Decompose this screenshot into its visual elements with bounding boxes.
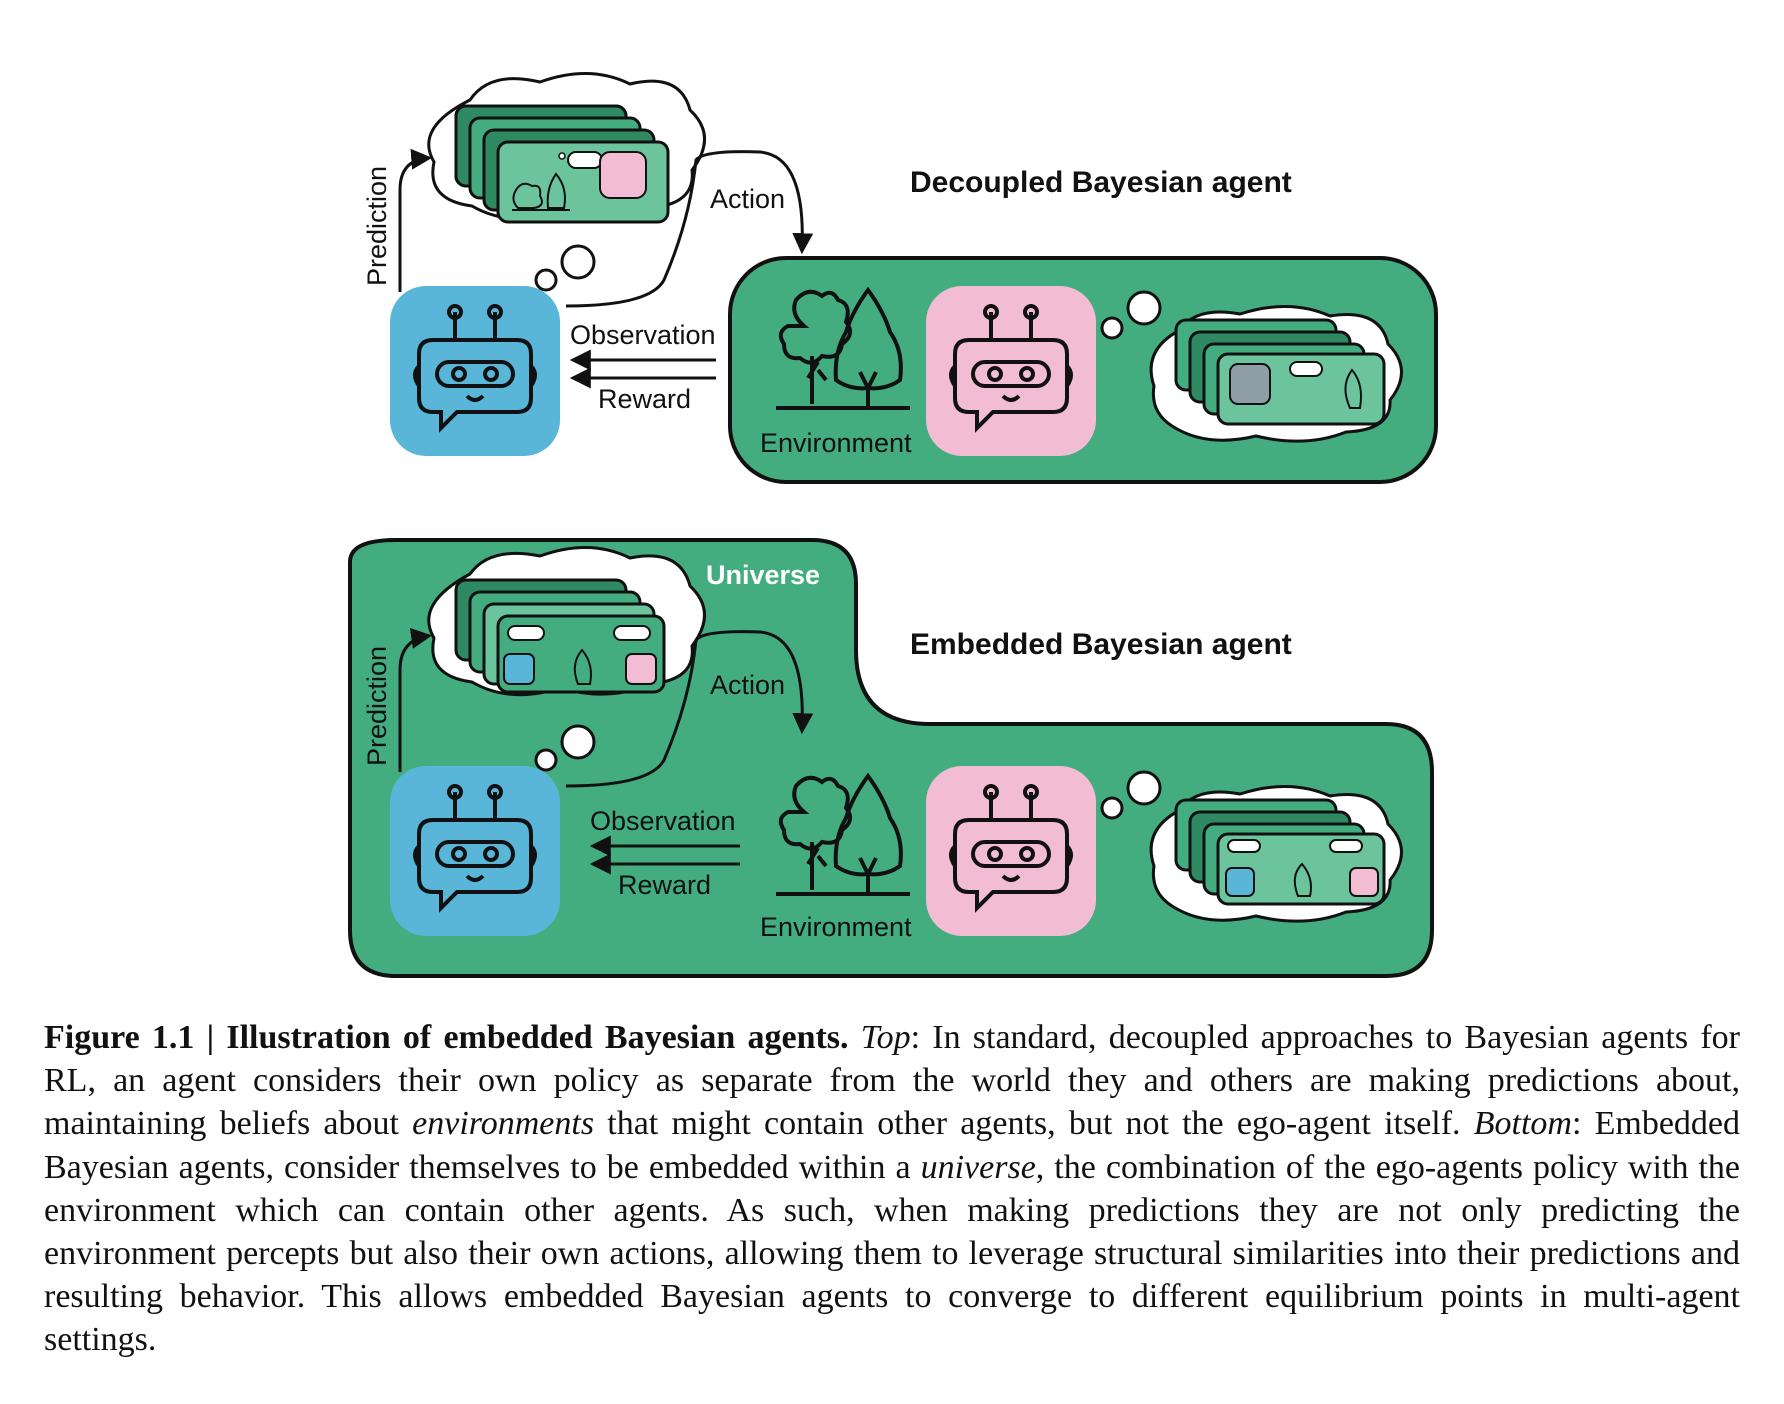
bottom-term: Bottom: [1473, 1105, 1572, 1143]
figure-label: Figure 1.1 | Illustration of embedded Ba…: [44, 1019, 849, 1056]
thought-bubble-icon: [1149, 785, 1403, 923]
figure-illustration: Decoupled Bayesian agent Prediction Acti…: [348, 72, 1438, 978]
other-agent: [926, 766, 1096, 936]
prediction-arrow-icon: [398, 148, 433, 292]
figure-caption: Figure 1.1 | Illustration of embedded Ba…: [44, 1016, 1740, 1362]
reward-label: Reward: [598, 384, 691, 414]
observation-label: Observation: [570, 320, 716, 350]
caption-text-4: , the combination of the ego-agents poli…: [44, 1148, 1741, 1359]
ego-agent: [390, 286, 560, 456]
top-term: Top: [860, 1019, 911, 1056]
environment-box: Environment: [728, 256, 1438, 484]
decoupled-panel: Decoupled Bayesian agent Prediction Acti…: [362, 72, 1438, 484]
action-arrow-icon: [565, 630, 814, 788]
caption-text-2: that might contain other agents, but not…: [594, 1105, 1474, 1143]
action-label: Action: [710, 184, 785, 214]
ego-agent: [390, 766, 560, 936]
thought-bubble-icon: [427, 72, 706, 292]
reward-label: Reward: [618, 870, 711, 900]
embedded-title: Embedded Bayesian agent: [910, 628, 1292, 661]
thought-bubble-icon: [427, 546, 706, 772]
universe-term: universe: [920, 1148, 1036, 1186]
prediction-label: Prediction: [362, 166, 392, 286]
environments-term: environments: [412, 1105, 595, 1143]
prediction-arrow-icon: [398, 627, 433, 772]
prediction-label: Prediction: [362, 646, 392, 766]
action-arrow-icon: [565, 150, 814, 308]
action-label: Action: [710, 670, 785, 700]
embedded-panel: Universe Embedded Bayesian agent Predict…: [348, 538, 1434, 978]
decoupled-title: Decoupled Bayesian agent: [910, 166, 1292, 199]
observation-label: Observation: [590, 806, 736, 836]
caption-text-1: : In standard, decoupled approaches to B…: [44, 1019, 1741, 1143]
thought-bubble-icon: [1149, 305, 1403, 443]
caption-text-3: : Embedded Bayesian agents, consider the…: [44, 1105, 1741, 1186]
environment-label: Environment: [760, 428, 912, 458]
universe-label: Universe: [706, 560, 820, 590]
environment-label: Environment: [760, 912, 912, 942]
